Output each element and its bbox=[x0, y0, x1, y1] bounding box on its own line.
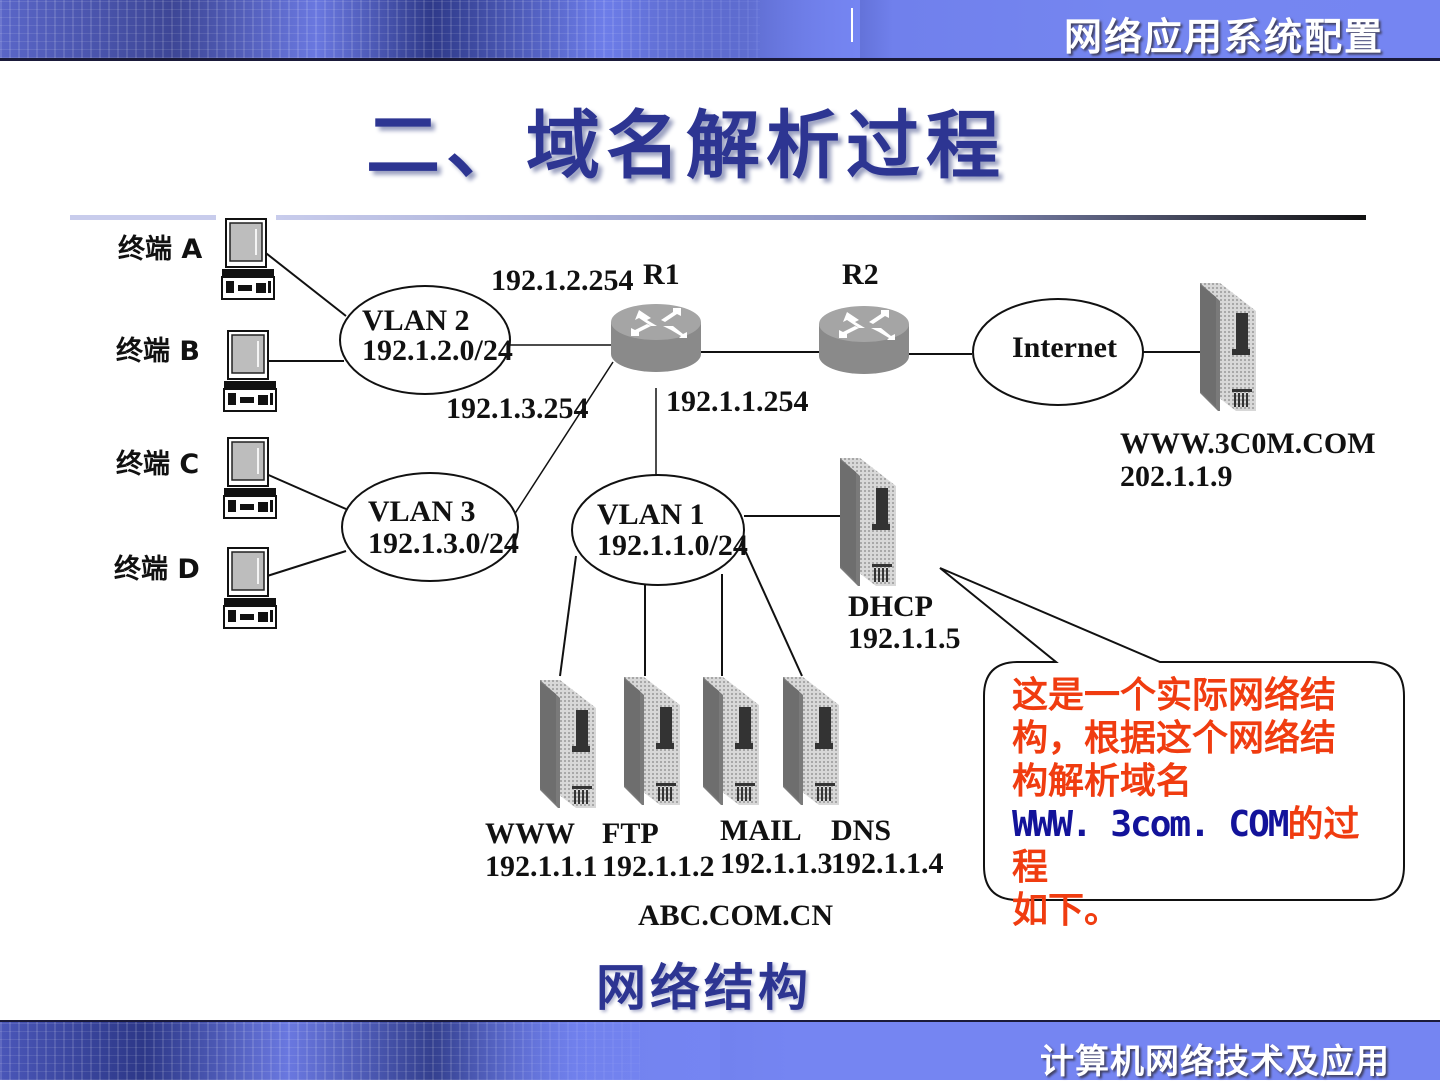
dns-server-name: DNS bbox=[831, 814, 891, 847]
link-vlan1-www bbox=[559, 555, 577, 677]
header-fade bbox=[560, 0, 860, 58]
callout-domain: WWW. 3com. COM bbox=[1012, 804, 1289, 845]
mail-server-name: MAIL bbox=[720, 814, 802, 847]
vlan1-name: VLAN 1 bbox=[597, 498, 705, 531]
vlan3-cloud bbox=[341, 472, 519, 582]
router-r1-icon bbox=[611, 304, 701, 372]
vlan1-subnet: 192.1.1.0/24 bbox=[597, 529, 748, 562]
vlan3-subnet: 192.1.3.0/24 bbox=[368, 527, 519, 560]
terminal-a-label: 终端 A bbox=[118, 233, 202, 265]
terminal-c-label: 终端 C bbox=[116, 448, 199, 480]
callout-line-2: 构，根据这个网络结 bbox=[1012, 718, 1337, 759]
callout-line-4-suffix: 的过程 bbox=[1012, 804, 1360, 888]
header-rule bbox=[0, 58, 1440, 61]
domain-label: ABC.COM.CN bbox=[638, 899, 833, 932]
footer-title: 计算机网络技术及应用 bbox=[1040, 1042, 1390, 1082]
callout-text: 这是一个实际网络结 构，根据这个网络结 构解析域名 WWW. 3com. COM… bbox=[1012, 674, 1392, 932]
terminal-c-icon bbox=[223, 437, 277, 519]
router-r2-icon bbox=[819, 306, 909, 374]
ftp-server-ip: 192.1.1.2 bbox=[602, 850, 715, 883]
header-title: 网络应用系统配置 bbox=[1063, 15, 1384, 59]
slide-title: 二、域名解析过程 bbox=[366, 103, 1006, 189]
callout-bubble bbox=[939, 567, 1405, 901]
title-rule-right bbox=[276, 215, 1366, 220]
footer-rule bbox=[0, 1020, 1440, 1023]
dhcp-server-ip: 192.1.1.5 bbox=[848, 622, 961, 655]
ftp-server-name: FTP bbox=[602, 817, 659, 850]
link-vlan1-dns bbox=[743, 547, 803, 677]
www-server-name: WWW bbox=[485, 817, 575, 850]
remote-server-icon bbox=[1200, 283, 1256, 411]
callout-line-1: 这是一个实际网络结 bbox=[1012, 675, 1337, 716]
dns-server-ip: 192.1.1.4 bbox=[831, 847, 944, 880]
callout-line-4: WWW. 3com. COM的过程 bbox=[1012, 803, 1392, 889]
vlan2-subnet: 192.1.2.0/24 bbox=[362, 334, 513, 367]
vlan2-cloud bbox=[339, 285, 511, 395]
vlan2-gateway-ip: 192.1.2.254 bbox=[491, 264, 634, 297]
vlan3-name: VLAN 3 bbox=[368, 495, 476, 528]
internet-label: Internet bbox=[1012, 331, 1117, 364]
terminal-b-icon bbox=[223, 330, 277, 412]
terminal-b-label: 终端 B bbox=[116, 335, 200, 367]
terminal-d-icon bbox=[223, 547, 277, 629]
vlan2-name: VLAN 2 bbox=[362, 304, 470, 337]
mail-server-ip: 192.1.1.3 bbox=[720, 847, 833, 880]
router-r2-label: R2 bbox=[842, 258, 879, 291]
dns-server-icon bbox=[783, 677, 839, 805]
terminal-a-icon bbox=[221, 218, 275, 300]
callout-line-3: 构解析域名 bbox=[1012, 761, 1193, 802]
links bbox=[261, 249, 1200, 677]
header-divider bbox=[851, 8, 853, 42]
vlan1-cloud bbox=[571, 474, 745, 586]
title-rule-left bbox=[70, 215, 216, 220]
dhcp-server-name: DHCP bbox=[848, 590, 933, 623]
remote-server-name: WWW.3C0M.COM bbox=[1120, 427, 1376, 460]
link-terminal-a-vlan2 bbox=[261, 249, 347, 317]
mail-server-icon bbox=[703, 677, 759, 805]
diagram-caption: 网络结构 bbox=[596, 959, 812, 1017]
www-server-ip: 192.1.1.1 bbox=[485, 850, 598, 883]
router-r1-label: R1 bbox=[643, 258, 680, 291]
dhcp-server-icon bbox=[840, 458, 896, 586]
link-vlan3-r1 bbox=[513, 361, 614, 516]
callout-line-5: 如下。 bbox=[1012, 890, 1121, 931]
vlan1-gateway-ip: 192.1.1.254 bbox=[666, 385, 809, 418]
footer-banner bbox=[0, 1022, 1440, 1080]
www-server-icon bbox=[540, 680, 596, 808]
ftp-server-icon bbox=[624, 677, 680, 805]
link-terminal-d-vlan3 bbox=[263, 550, 347, 578]
link-terminal-c-vlan3 bbox=[263, 472, 347, 510]
header-banner: 网络应用系统配置 bbox=[0, 0, 1440, 59]
footer-fade bbox=[440, 1022, 720, 1080]
internet-cloud bbox=[972, 298, 1144, 406]
remote-server-ip: 202.1.1.9 bbox=[1120, 460, 1233, 493]
vlan3-gateway-ip: 192.1.3.254 bbox=[446, 392, 589, 425]
terminal-d-label: 终端 D bbox=[114, 553, 200, 585]
